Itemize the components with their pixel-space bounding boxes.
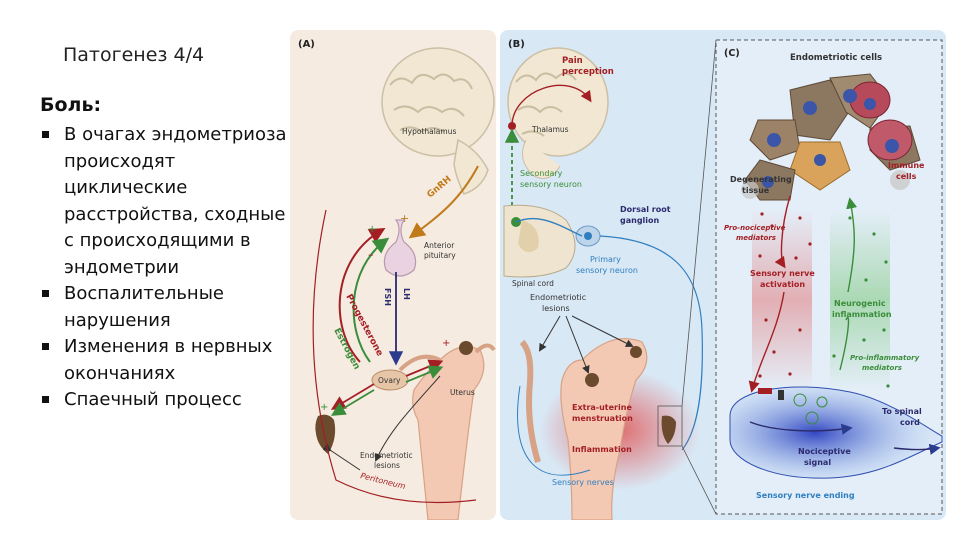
uterus-label: Uterus — [450, 388, 475, 397]
activation-label-1: Sensory nerve — [750, 269, 815, 278]
panel-a: (A) Hypothalamus GnRH + Anterior pituita… — [290, 30, 496, 520]
activation-label-2: activation — [760, 280, 805, 289]
pituitary-label-2: pituitary — [424, 251, 456, 260]
pain-heading: Боль: — [40, 94, 102, 116]
degenerating-label-1: Degenerating — [730, 175, 792, 184]
secondary-label-1: Secondary — [520, 169, 563, 178]
lh-label: LH — [402, 288, 411, 300]
extra-label-2: menstruation — [572, 414, 633, 423]
immune-label-2: cells — [896, 172, 917, 181]
bullet-item: В очагах эндометриоза происходят цикличе… — [40, 122, 290, 281]
lesions-b-label-1: Endometriotic — [530, 293, 586, 302]
plus-sign: + — [320, 402, 328, 413]
plus-sign: + — [368, 224, 376, 235]
pain-text-block: Боль: В очагах эндометриоза происходят ц… — [40, 94, 290, 414]
primary-label-1: Primary — [590, 255, 621, 264]
drg-label-2: ganglion — [620, 216, 660, 225]
pro-inflam-label-2: mediators — [862, 364, 902, 372]
pain-label-1: Pain — [562, 56, 583, 66]
slide-title: Патогенез 4/4 — [63, 44, 205, 66]
lesions-b-label-2: lesions — [542, 304, 570, 313]
pathogenesis-figure: (A) Hypothalamus GnRH + Anterior pituita… — [290, 30, 946, 520]
drg-label-1: Dorsal root — [620, 205, 671, 214]
neurogenic-label-1: Neurogenic — [834, 299, 886, 308]
ovary-label: Ovary — [378, 376, 401, 385]
nociceptive-label-2: signal — [804, 458, 831, 467]
fsh-label: FSH — [383, 288, 392, 306]
secondary-label-2: sensory neuron — [520, 180, 582, 189]
panel-a-tag: (A) — [298, 39, 315, 50]
pituitary-label-1: Anterior — [424, 241, 455, 250]
bullet-item: Изменения в нервных окончаниях — [40, 334, 290, 387]
lesions-label-1: Endometriotic — [360, 451, 413, 460]
bullet-item: Воспалительные нарушения — [40, 281, 290, 334]
neurogenic-label-2: inflammation — [832, 310, 892, 319]
green-mediator-dots — [832, 216, 890, 388]
endo-cells-label: Endometriotic cells — [790, 53, 882, 63]
hypothalamus-label: Hypothalamus — [402, 127, 456, 136]
pain-label-2: perception — [562, 67, 614, 77]
nociceptive-label-1: Nociceptive — [798, 447, 851, 456]
panel-c: (C) Endometriotic cells Immune cells Deg… — [681, 39, 943, 515]
spinal-cord-label: Spinal cord — [512, 279, 554, 288]
lesions-label-2: lesions — [374, 461, 400, 470]
endometriotic-cells — [741, 73, 921, 201]
spinal-label-1: To spinal — [882, 407, 922, 416]
spinal-label-2: cord — [900, 418, 920, 427]
nerve-ending-label: Sensory nerve ending — [756, 491, 855, 500]
red-mediator-dots — [758, 212, 812, 378]
plus-sign: + — [442, 338, 450, 349]
bullet-item: Спаечный процесс — [40, 387, 290, 414]
pro-noci-label-2: mediators — [736, 234, 776, 242]
plus-sign: + — [400, 212, 409, 225]
panel-c-tag: (C) — [724, 48, 740, 59]
sensory-nerves-label: Sensory nerves — [552, 478, 614, 487]
panel-b-tag: (B) — [508, 39, 525, 50]
immune-label-1: Immune — [888, 161, 925, 170]
primary-label-2: sensory neuron — [576, 266, 638, 275]
inflammation-label: Inflammation — [572, 445, 632, 454]
thalamus-label: Thalamus — [531, 125, 569, 134]
degenerating-label-2: tissue — [742, 186, 770, 195]
minus-sign: – — [368, 248, 374, 261]
extra-label-1: Extra-uterine — [572, 403, 632, 412]
pro-noci-label-1: Pro-nociceptive — [724, 224, 786, 232]
pro-inflam-label-1: Pro-inflammatory — [850, 354, 920, 362]
bullet-list: В очагах эндометриоза происходят цикличе… — [40, 122, 290, 414]
